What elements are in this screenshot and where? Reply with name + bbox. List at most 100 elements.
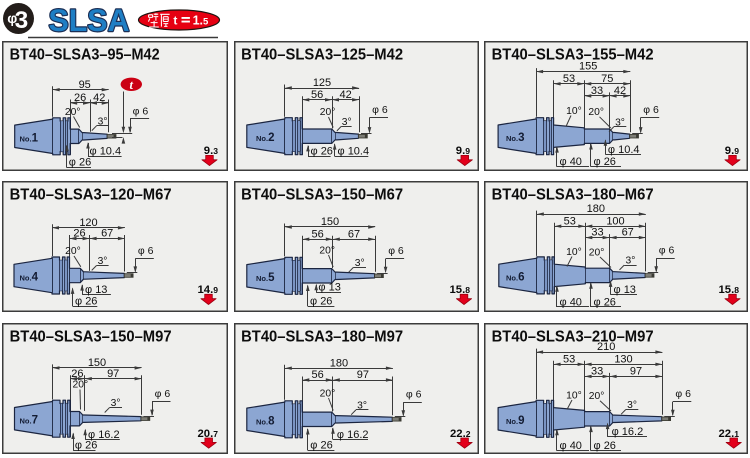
svg-text:9.9: 9.9 — [725, 145, 739, 157]
svg-text:φ 40: φ 40 — [560, 440, 582, 452]
svg-text:φ 10.4: φ 10.4 — [608, 144, 640, 156]
svg-text:φ 6: φ 6 — [643, 104, 659, 116]
svg-text:No.2: No.2 — [256, 132, 275, 144]
svg-text:φ 16.2: φ 16.2 — [612, 426, 644, 438]
svg-text:3°: 3° — [357, 400, 367, 411]
svg-text:SLSA: SLSA — [49, 2, 130, 38]
svg-text:BT40–SLSA3–95–M42: BT40–SLSA3–95–M42 — [10, 46, 160, 63]
svg-text:53: 53 — [563, 73, 575, 85]
svg-text:φ 6: φ 6 — [155, 388, 171, 400]
svg-text:No.9: No.9 — [506, 415, 525, 427]
svg-text:φ 16.2: φ 16.2 — [88, 429, 120, 441]
svg-text:3°: 3° — [625, 256, 635, 267]
svg-text:φ 26: φ 26 — [311, 145, 333, 157]
svg-text:No.8: No.8 — [256, 415, 275, 427]
svg-text:180: 180 — [330, 357, 348, 369]
svg-text:53: 53 — [563, 353, 575, 365]
svg-text:φ 26: φ 26 — [75, 440, 97, 452]
svg-text:150: 150 — [321, 216, 339, 228]
svg-text:150: 150 — [88, 357, 106, 369]
svg-text:20°: 20° — [65, 246, 81, 257]
svg-text:180: 180 — [587, 203, 605, 215]
svg-text:φ 40: φ 40 — [560, 156, 582, 168]
svg-text:10°: 10° — [566, 391, 582, 402]
svg-text:97: 97 — [630, 366, 642, 378]
svg-text:No.7: No.7 — [20, 415, 39, 427]
svg-text:BT40–SLSA3–180–M97: BT40–SLSA3–180–M97 — [241, 328, 403, 345]
svg-text:3°: 3° — [627, 400, 637, 411]
svg-text:φ 26: φ 26 — [310, 440, 332, 452]
svg-text:20°: 20° — [320, 107, 336, 118]
svg-text:φ 26: φ 26 — [594, 296, 616, 308]
svg-text:3°: 3° — [111, 398, 121, 409]
svg-text:26: 26 — [71, 368, 83, 380]
svg-text:φ 6: φ 6 — [406, 389, 422, 401]
svg-text:26: 26 — [73, 228, 85, 240]
svg-text:φ 6: φ 6 — [675, 388, 691, 400]
svg-text:42: 42 — [339, 89, 351, 101]
svg-text:BT40–SLSA3–120–M67: BT40–SLSA3–120–M67 — [10, 186, 172, 203]
svg-text:φ 26: φ 26 — [69, 157, 91, 169]
svg-text:φ: φ — [7, 10, 17, 26]
svg-text:φ 6: φ 6 — [372, 104, 388, 116]
svg-text:67: 67 — [622, 227, 634, 239]
svg-text:20°: 20° — [73, 380, 89, 391]
svg-text:97: 97 — [357, 369, 369, 381]
svg-text:φ 6: φ 6 — [138, 245, 154, 257]
svg-text:φ 6: φ 6 — [659, 245, 675, 257]
svg-text:9.9: 9.9 — [456, 145, 470, 157]
svg-text:95: 95 — [79, 79, 91, 91]
svg-text:φ 13: φ 13 — [614, 284, 636, 296]
svg-text:120: 120 — [79, 217, 97, 229]
svg-text:3°: 3° — [355, 258, 365, 269]
svg-text:125: 125 — [313, 77, 331, 89]
svg-text:20°: 20° — [320, 389, 336, 400]
svg-text:3°: 3° — [98, 256, 108, 267]
svg-text:φ 13: φ 13 — [85, 284, 107, 296]
svg-text:φ 10.4: φ 10.4 — [338, 145, 370, 157]
svg-text:No.5: No.5 — [256, 272, 275, 284]
svg-text:3°: 3° — [342, 117, 352, 128]
svg-text:20°: 20° — [589, 391, 605, 402]
svg-text:1.5: 1.5 — [193, 14, 209, 28]
svg-text:No.6: No.6 — [506, 271, 525, 283]
svg-text:φ 26: φ 26 — [594, 440, 616, 452]
svg-text:22.1: 22.1 — [719, 428, 740, 440]
svg-text:67: 67 — [348, 228, 360, 240]
svg-text:56: 56 — [311, 89, 323, 101]
svg-text:15.8: 15.8 — [719, 284, 740, 296]
svg-text:10°: 10° — [566, 106, 582, 117]
svg-text:φ 40: φ 40 — [560, 296, 582, 308]
svg-text:20°: 20° — [589, 248, 605, 259]
svg-text:14.9: 14.9 — [198, 284, 219, 296]
svg-text:33: 33 — [591, 227, 603, 239]
svg-text:φ 26: φ 26 — [310, 296, 332, 308]
svg-text:42: 42 — [614, 85, 626, 97]
svg-text:130: 130 — [614, 353, 632, 365]
svg-text:BT40–SLSA3–155–M42: BT40–SLSA3–155–M42 — [492, 46, 654, 63]
svg-text:φ 6: φ 6 — [133, 106, 149, 118]
svg-text:100: 100 — [606, 215, 624, 227]
svg-text:97: 97 — [107, 368, 119, 380]
svg-text:No.4: No.4 — [20, 272, 39, 284]
svg-text:67: 67 — [101, 228, 113, 240]
svg-text:33: 33 — [591, 366, 603, 378]
svg-text:22.2: 22.2 — [450, 428, 471, 440]
svg-text:20.7: 20.7 — [198, 428, 219, 440]
svg-text:3°: 3° — [98, 116, 108, 127]
svg-text:t: t — [173, 14, 177, 28]
svg-text:155: 155 — [579, 61, 597, 73]
svg-text:t: t — [130, 78, 134, 92]
svg-text:BT40–SLSA3–150–M97: BT40–SLSA3–150–M97 — [10, 328, 172, 345]
svg-text:53: 53 — [564, 215, 576, 227]
svg-text:56: 56 — [311, 228, 323, 240]
svg-text:3°: 3° — [615, 117, 625, 128]
svg-text:9.3: 9.3 — [204, 145, 218, 157]
svg-text:φ 10.4: φ 10.4 — [90, 145, 122, 157]
svg-text:20°: 20° — [588, 107, 604, 118]
svg-text:φ 16.2: φ 16.2 — [337, 429, 369, 441]
svg-text:BT40–SLSA3–210–M97: BT40–SLSA3–210–M97 — [492, 328, 654, 345]
svg-text:BT40–SLSA3–150–M67: BT40–SLSA3–150–M67 — [241, 186, 403, 203]
svg-text:26: 26 — [74, 92, 86, 104]
svg-text:33: 33 — [591, 85, 603, 97]
